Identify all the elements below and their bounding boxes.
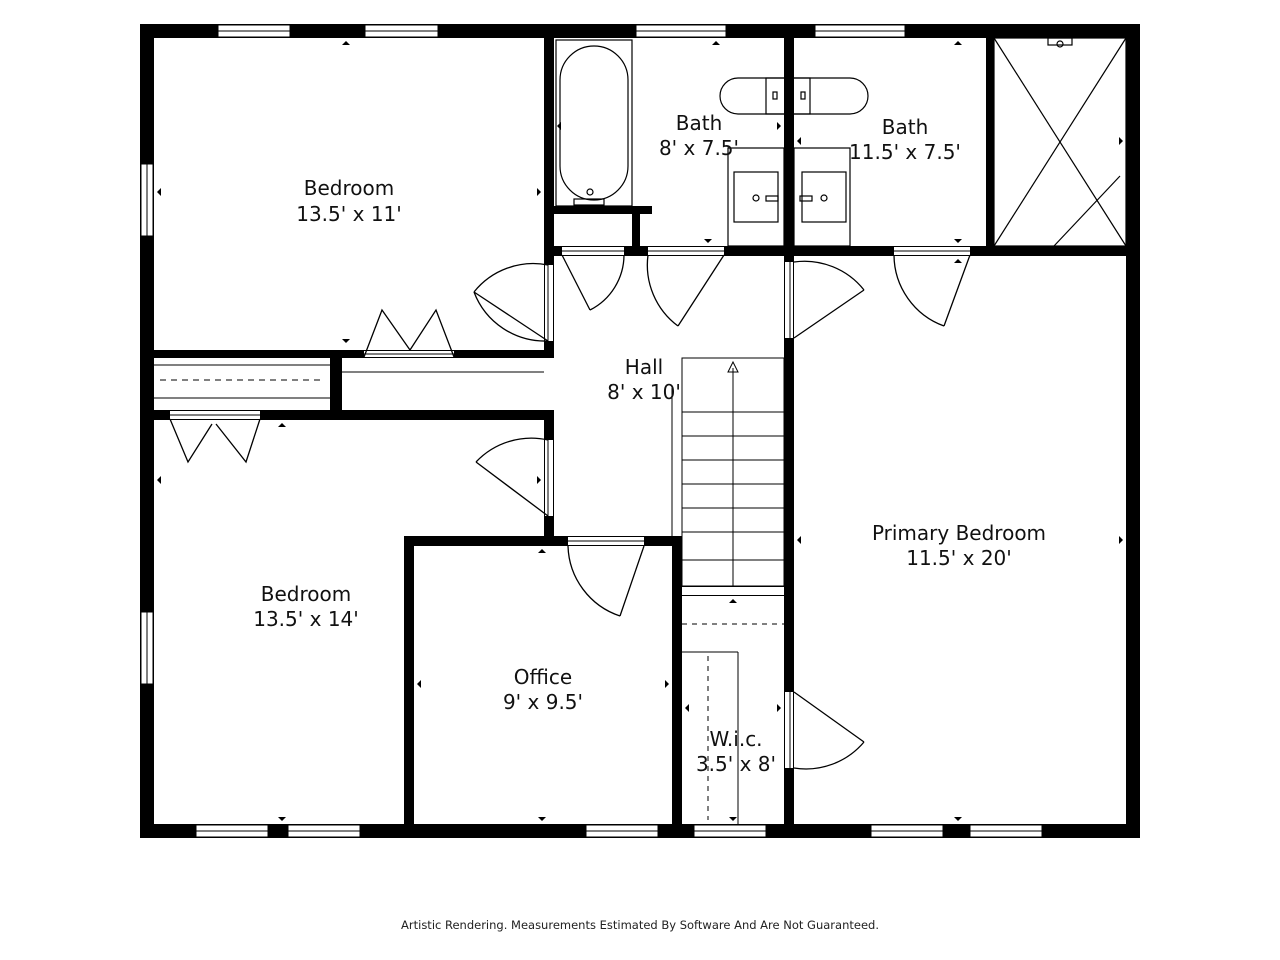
bath-right-fixtures <box>793 147 851 247</box>
windows <box>140 24 1043 838</box>
hall-size: 8' x 10' <box>607 380 681 404</box>
office-name: Office <box>514 665 572 689</box>
office-size: 9' x 9.5' <box>503 690 583 714</box>
hall-name: Hall <box>625 355 663 379</box>
interior-walls <box>140 24 1140 838</box>
shower <box>993 37 1127 247</box>
bath-left-size: 8' x 7.5' <box>659 136 739 160</box>
primary-bedroom-name: Primary Bedroom <box>872 521 1046 545</box>
closet-strip <box>154 364 544 399</box>
bedroom-bottom-name: Bedroom <box>261 582 351 606</box>
room-labels: Bedroom 13.5' x 11' Bath 8' x 7.5' Bath … <box>253 111 1046 776</box>
bath-right-name: Bath <box>882 115 929 139</box>
bath-left-fixtures <box>719 77 869 247</box>
bath-left-name: Bath <box>676 111 723 135</box>
bedroom-bottom-size: 13.5' x 14' <box>253 607 359 631</box>
bath-right-size: 11.5' x 7.5' <box>849 140 961 164</box>
bathtub <box>555 39 633 207</box>
door-swings <box>169 254 971 770</box>
wic-name: W.i.c. <box>709 727 762 751</box>
bedroom-top-size: 13.5' x 11' <box>296 202 402 226</box>
primary-bedroom-size: 11.5' x 20' <box>906 546 1012 570</box>
disclaimer-text: Artistic Rendering. Measurements Estimat… <box>401 918 879 932</box>
bedroom-top-name: Bedroom <box>304 176 394 200</box>
wic-interior <box>682 623 784 824</box>
staircase <box>671 357 785 587</box>
wic-size: 3.5' x 8' <box>696 752 776 776</box>
dimension-ticks <box>157 41 1123 821</box>
